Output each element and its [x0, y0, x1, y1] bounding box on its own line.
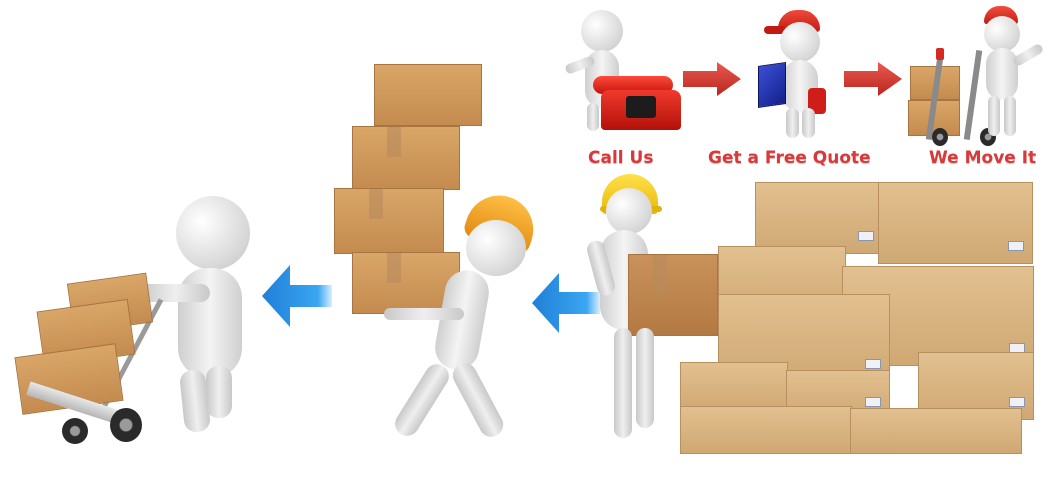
- figure-leg: [1004, 96, 1016, 136]
- figure-head: [176, 196, 250, 270]
- free-quote-illustration: [750, 8, 840, 140]
- step-label-we-move-it: We Move It: [929, 148, 1037, 168]
- figure-head: [606, 188, 652, 234]
- figure-leg: [206, 366, 232, 418]
- figure-leg: [636, 328, 654, 428]
- cardboard-box: [334, 188, 444, 254]
- arrow-left-icon: [532, 273, 600, 333]
- warehouse-crate: [878, 182, 1033, 264]
- arrow-right-icon: [844, 62, 902, 96]
- figure-leg: [614, 328, 632, 438]
- warehouse-crate: [680, 406, 852, 454]
- wheel: [62, 418, 88, 444]
- warehouse-crate: [755, 182, 883, 254]
- warehouse-crate: [850, 408, 1022, 454]
- figure-head: [780, 22, 820, 62]
- warehouse-crate: [680, 362, 788, 412]
- step-label-free-quote: Get a Free Quote: [708, 148, 871, 168]
- figure-leg: [390, 359, 454, 441]
- figure-leg: [587, 103, 599, 131]
- clipboard-icon: [758, 62, 786, 108]
- arrow-right-icon: [683, 62, 741, 96]
- figure-body: [986, 48, 1018, 100]
- figure-head: [466, 220, 526, 276]
- held-box: [628, 254, 718, 336]
- cardboard-box: [352, 126, 460, 190]
- cardboard-box: [374, 64, 482, 126]
- wheel: [932, 128, 948, 146]
- figure-arm: [140, 284, 210, 302]
- figure-arm: [384, 308, 464, 320]
- figure-head: [581, 10, 623, 52]
- wheel: [110, 408, 142, 442]
- delivery-hand-truck-scene: [0, 180, 260, 450]
- process-strip: Call Us Get a Free Quote We Move It: [560, 0, 1060, 175]
- figure-leg: [448, 359, 508, 441]
- we-move-it-illustration: [908, 4, 1058, 146]
- figure-leg: [786, 108, 799, 138]
- step-label-call-us: Call Us: [588, 148, 654, 168]
- figure-leg: [988, 96, 1000, 136]
- satchel-icon: [808, 88, 826, 114]
- arrow-left-icon: [262, 265, 332, 327]
- figure-head: [984, 16, 1020, 52]
- warehouse-crate: [718, 294, 890, 382]
- thumbs-up-arm: [1011, 42, 1045, 68]
- telephone-icon: [593, 76, 681, 130]
- call-us-illustration: [564, 8, 685, 133]
- figure-leg: [802, 108, 815, 138]
- carrying-boxes-scene: [330, 60, 550, 460]
- packing-warehouse-scene: [580, 170, 1060, 460]
